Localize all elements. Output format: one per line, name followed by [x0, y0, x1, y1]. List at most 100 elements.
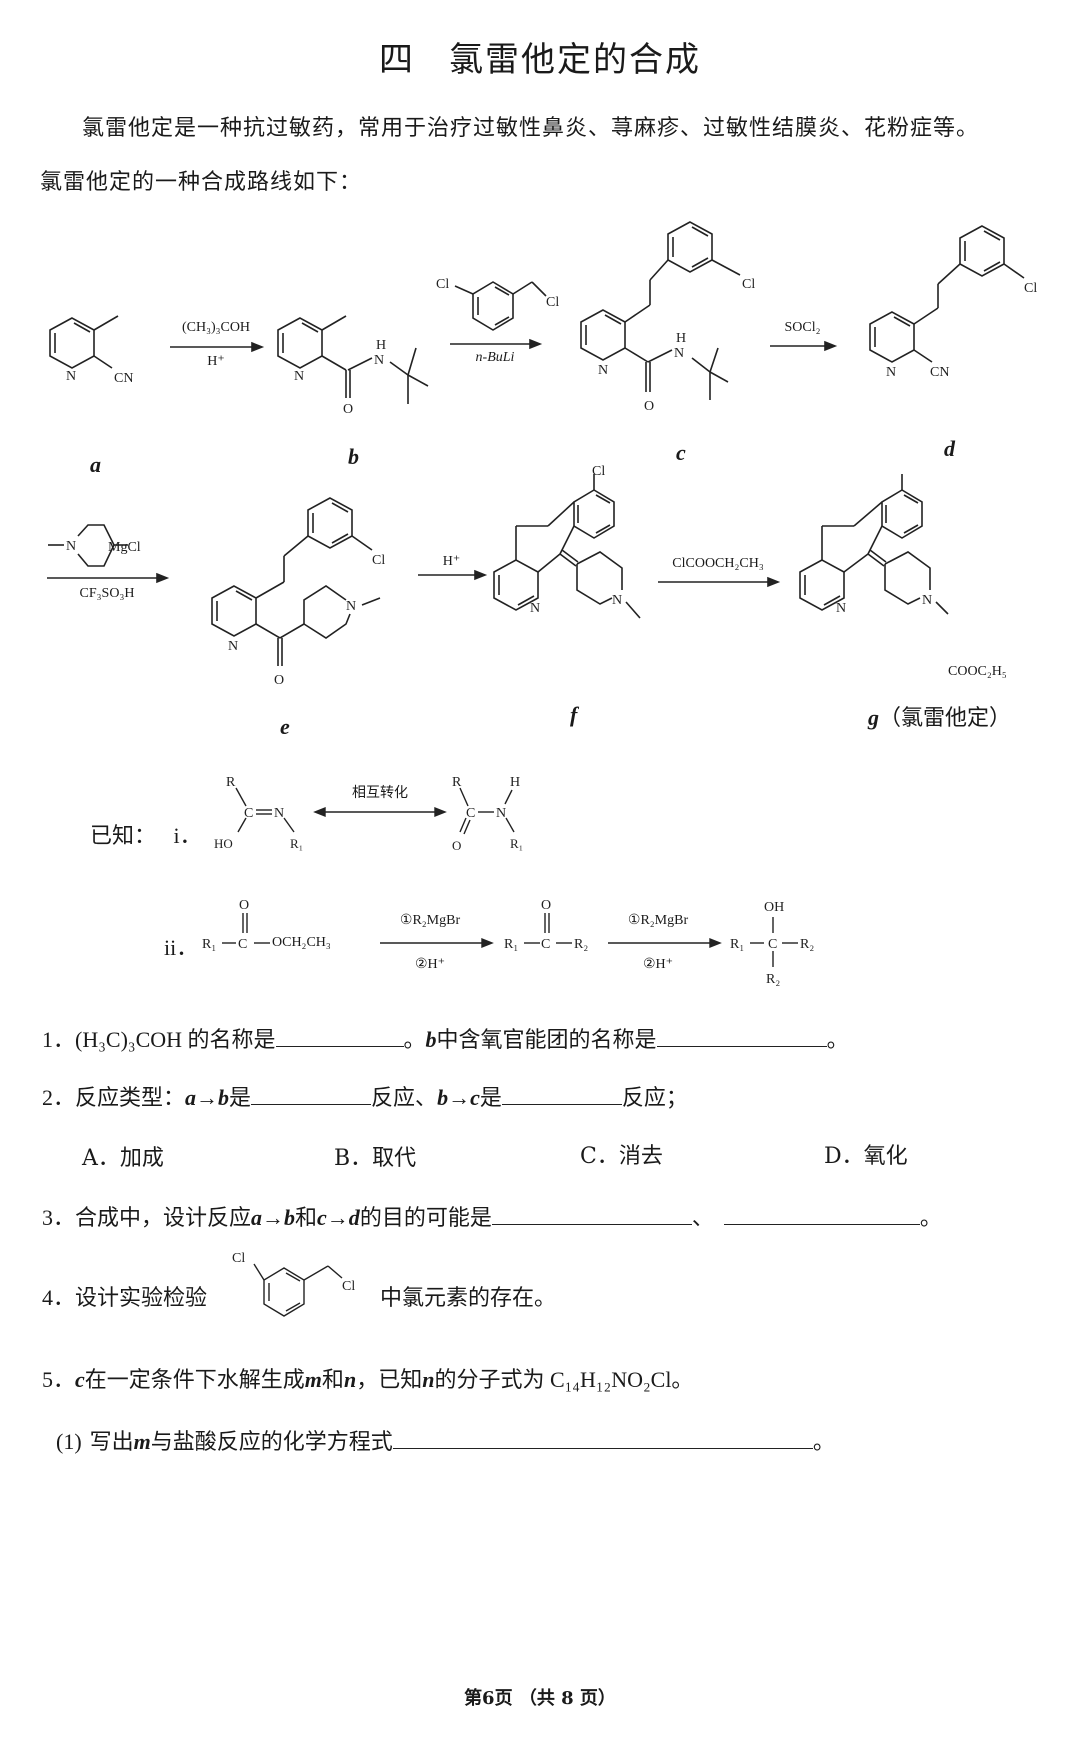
question-5-1-text-b: 与盐酸反应的化学方程式 [150, 1429, 393, 1454]
svg-text:Cl: Cl [896, 470, 909, 474]
reagent-b-to-c-bottom: n-BuLi [475, 350, 515, 365]
question-3-text-b: 和 [295, 1205, 318, 1230]
question-2-reaction-ab: a→b [185, 1085, 230, 1110]
question-5-compound-m: m [304, 1367, 322, 1392]
svg-text:CN: CN [930, 365, 949, 380]
question-4: 4．设计实验检验 [42, 1280, 207, 1312]
compound-label-c: c [676, 440, 686, 465]
choice-d-letter: D． [824, 1144, 864, 1169]
question-5-1-number: (1) [56, 1429, 82, 1454]
answer-blank-3a[interactable] [491, 1204, 692, 1225]
question-2-text-d: 是 [479, 1085, 502, 1110]
compound-g-ester-group: COOC₂H₅ [948, 664, 1007, 679]
choice-a-letter: A． [82, 1146, 120, 1171]
svg-text:N: N [228, 639, 238, 654]
question-1-text-b: 。 [403, 1027, 426, 1052]
svg-text:N: N [530, 601, 540, 616]
question-2-number: 2． [42, 1085, 76, 1110]
question-1-text-d: 。 [826, 1027, 849, 1052]
synthesis-scheme-row-1: N CN N O N H Cl Cl [49, 221, 1037, 417]
svg-text:N: N [294, 369, 304, 384]
compound-label-e: e [280, 714, 290, 739]
question-1-text-c: 中含氧官能团的名称是 [436, 1027, 657, 1052]
question-3-text-e: 。 [919, 1205, 942, 1230]
choice-a-text: 加成 [119, 1146, 164, 1171]
known-i-scheme: R C N HO R₁ R C N H O R₁ [214, 775, 523, 853]
svg-text:O: O [343, 402, 353, 417]
svg-text:H: H [676, 331, 686, 346]
known-i-arrow-label: 相互转化 [352, 785, 408, 801]
svg-text:R₁: R₁ [730, 937, 744, 952]
answer-blank-2a[interactable] [251, 1084, 372, 1105]
svg-text:C: C [768, 937, 777, 952]
choice-d-text: 氧化 [863, 1144, 908, 1169]
known-ii-ester-group: OCH₂CH₃ [272, 935, 331, 950]
compound-label-a: a [90, 452, 101, 477]
svg-text:Cl: Cl [546, 295, 559, 310]
svg-text:N: N [66, 369, 76, 384]
question-4-text-b: 中氯元素的存在。 [380, 1285, 557, 1310]
known-ii-marker: ii． [164, 935, 199, 960]
answer-blank-1b[interactable] [656, 1026, 827, 1047]
reagent-chlorobenzyl-chloride: Cl Cl [436, 277, 559, 331]
svg-text:CN: CN [114, 371, 133, 386]
svg-text:R₂: R₂ [800, 937, 814, 952]
known-ii-step2-a: ②H⁺ [414, 957, 446, 972]
svg-text:O: O [541, 898, 551, 913]
question-3-text-d: 、 [691, 1205, 714, 1230]
question-4-molecule: Cl Cl [232, 1251, 355, 1317]
svg-text:O: O [644, 399, 654, 414]
choice-b-text: 取代 [372, 1146, 417, 1171]
svg-text:Cl: Cl [372, 553, 385, 568]
intro-line-1: 氯雷他定是一种抗过敏药，常用于治疗过敏性鼻炎、荨麻疹、过敏性结膜炎、花粉症等。 [82, 116, 980, 141]
svg-text:C: C [244, 806, 253, 821]
choice-d[interactable]: D．氧化 [824, 1138, 908, 1170]
question-5-text-a: 在一定条件下水解生成 [84, 1367, 305, 1392]
compound-label-f: f [570, 702, 578, 727]
answer-blank-2b[interactable] [501, 1084, 622, 1105]
section-title-text: 氯雷他定的合成 [449, 40, 701, 80]
compound-d-structure: N CN Cl [869, 225, 1037, 380]
compound-label-g: g（氯雷他定） [868, 700, 1011, 732]
svg-text:N: N [496, 806, 506, 821]
question-5-compound-n: n [343, 1367, 357, 1392]
question-4-number: 4． [42, 1285, 76, 1310]
svg-text:Cl: Cl [342, 1279, 355, 1294]
svg-text:N: N [374, 353, 384, 368]
choice-a[interactable]: A．加成 [82, 1140, 164, 1172]
question-1-number: 1． [42, 1027, 76, 1052]
answer-blank-5-1[interactable] [392, 1428, 813, 1449]
question-3: 3．合成中，设计反应a→b和c→d的目的可能是、。 [42, 1200, 942, 1232]
compound-label-b: b [348, 444, 359, 469]
question-3-text-a: 合成中，设计反应 [75, 1205, 252, 1230]
question-5-compound-c: c [75, 1367, 85, 1392]
choice-b[interactable]: B．取代 [334, 1140, 416, 1172]
answer-blank-1a[interactable] [275, 1026, 404, 1047]
reagent-a-to-b-bottom: H⁺ [207, 354, 225, 369]
svg-text:HO: HO [214, 836, 233, 851]
question-5-text-c: ，已知 [356, 1367, 423, 1392]
svg-text:C: C [466, 806, 475, 821]
svg-text:R: R [226, 775, 236, 790]
question-5-text-b: 和 [321, 1367, 344, 1392]
svg-text:N: N [836, 601, 846, 616]
svg-text:N: N [66, 539, 76, 554]
question-3-number: 3． [42, 1205, 76, 1230]
known-ii-step2-b: ②H⁺ [642, 957, 674, 972]
page-footer: 第6页 （共 8 页） [464, 1688, 616, 1709]
question-1-text-a: (H₃C)₃COH 的名称是 [75, 1027, 276, 1052]
question-2: 2．反应类型：a→b是反应、b→c是反应； [42, 1080, 688, 1112]
question-5-1-text-c: 。 [812, 1429, 835, 1454]
known-ii-scheme: R₁ C O R₁ C O R₂ R₁ C OH R₂ R₂ [202, 898, 814, 987]
compound-a-structure: N CN [49, 315, 133, 386]
svg-text:N: N [274, 806, 284, 821]
answer-blank-3b[interactable] [723, 1204, 920, 1225]
question-3-reaction-cd: c→d [317, 1205, 360, 1230]
compound-f-structure: N N Cl [493, 470, 641, 619]
known-ii-step1-b: ①R₂MgBr [627, 913, 689, 928]
reagent-c-to-d-top: SOCl₂ [784, 320, 821, 335]
choice-c[interactable]: C．消去 [580, 1138, 663, 1170]
svg-text:R: R [452, 775, 462, 790]
svg-text:Cl: Cl [742, 277, 755, 292]
svg-text:N: N [674, 346, 684, 361]
